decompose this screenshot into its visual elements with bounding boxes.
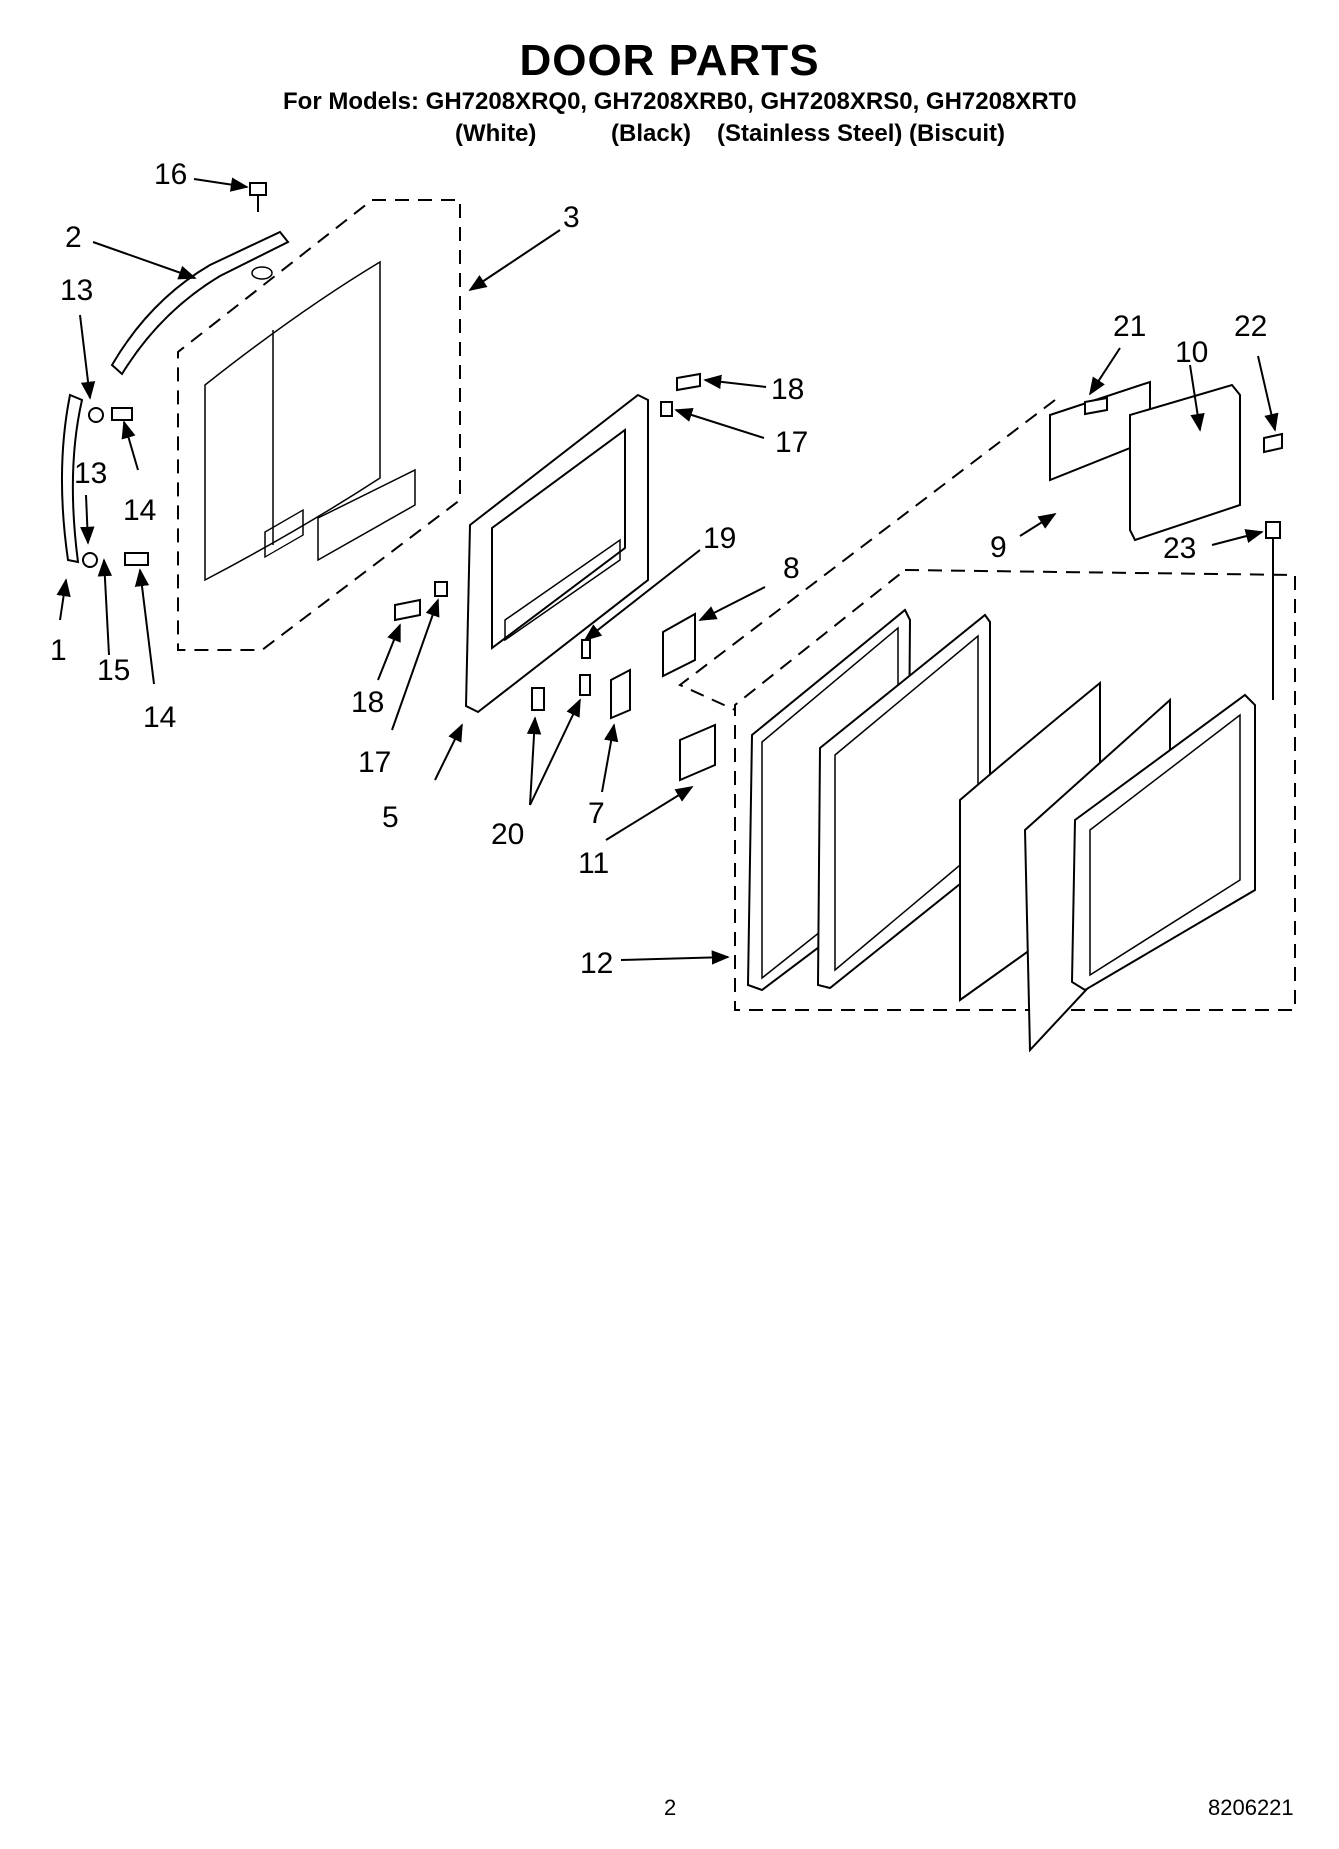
variant-biscuit: (Biscuit)	[909, 120, 1005, 147]
callout-17a: 17	[358, 746, 391, 779]
callout-11: 11	[578, 847, 609, 880]
callout-18a: 18	[351, 686, 384, 719]
callout-19: 19	[703, 522, 736, 555]
inner-door-frame	[464, 393, 649, 714]
variant-stainless: (Stainless Steel)	[717, 120, 903, 147]
callout-20: 20	[491, 818, 524, 851]
variant-white: (White)	[455, 120, 537, 147]
window-pack	[734, 568, 1296, 1053]
top-trim	[110, 182, 290, 376]
variant-black: (Black)	[611, 120, 692, 147]
callout-23: 23	[1163, 532, 1196, 565]
page-number: 2	[664, 1795, 677, 1820]
document-number: 8206221	[1208, 1795, 1294, 1820]
callout-21: 21	[1113, 310, 1146, 343]
callout-1: 1	[50, 634, 67, 667]
callout-14a: 14	[123, 494, 156, 527]
callout-17b: 17	[775, 426, 808, 459]
callout-12: 12	[580, 947, 613, 980]
leader-arrows	[56, 177, 1279, 965]
callout-13a: 13	[60, 274, 93, 307]
callout-3: 3	[563, 201, 580, 234]
callout-labels: 16 2 3 13 14 13 14 15 1 18 17 19 8 18 17…	[50, 158, 1267, 980]
callout-10: 10	[1175, 336, 1208, 369]
callout-2: 2	[65, 221, 82, 254]
callout-5: 5	[382, 801, 399, 834]
callout-9: 9	[990, 531, 1007, 564]
callout-14b: 14	[143, 701, 176, 734]
door-handle	[60, 393, 149, 568]
callout-15: 15	[97, 654, 130, 687]
models-line: For Models: GH7208XRQ0, GH7208XRB0, GH72…	[283, 88, 1077, 115]
callout-13b: 13	[74, 457, 107, 490]
callout-16: 16	[154, 158, 187, 191]
vent-assembly	[1049, 380, 1283, 700]
outer-door-panel	[177, 199, 461, 651]
page-title: DOOR PARTS	[519, 36, 820, 85]
callout-22: 22	[1234, 310, 1267, 343]
callout-8: 8	[783, 552, 800, 585]
small-hardware	[394, 372, 716, 782]
callout-18b: 18	[771, 373, 804, 406]
callout-7: 7	[588, 797, 605, 830]
